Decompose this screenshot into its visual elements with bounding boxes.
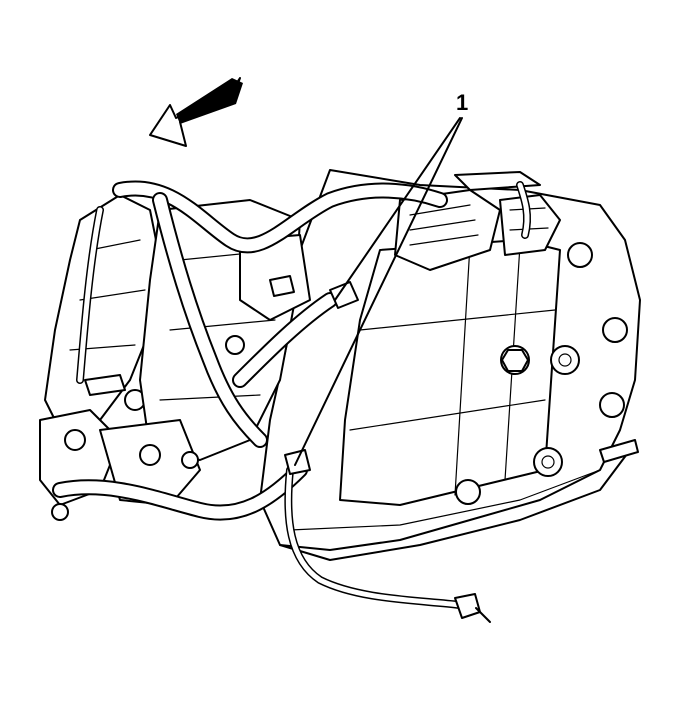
wiring-harness xyxy=(52,180,532,623)
direction-arrow-icon xyxy=(149,77,243,147)
callout-1-leaders xyxy=(294,117,463,466)
callout-1-label: 1 xyxy=(456,90,468,115)
valve-body-connectors xyxy=(394,171,561,271)
transmission-case xyxy=(259,169,641,561)
